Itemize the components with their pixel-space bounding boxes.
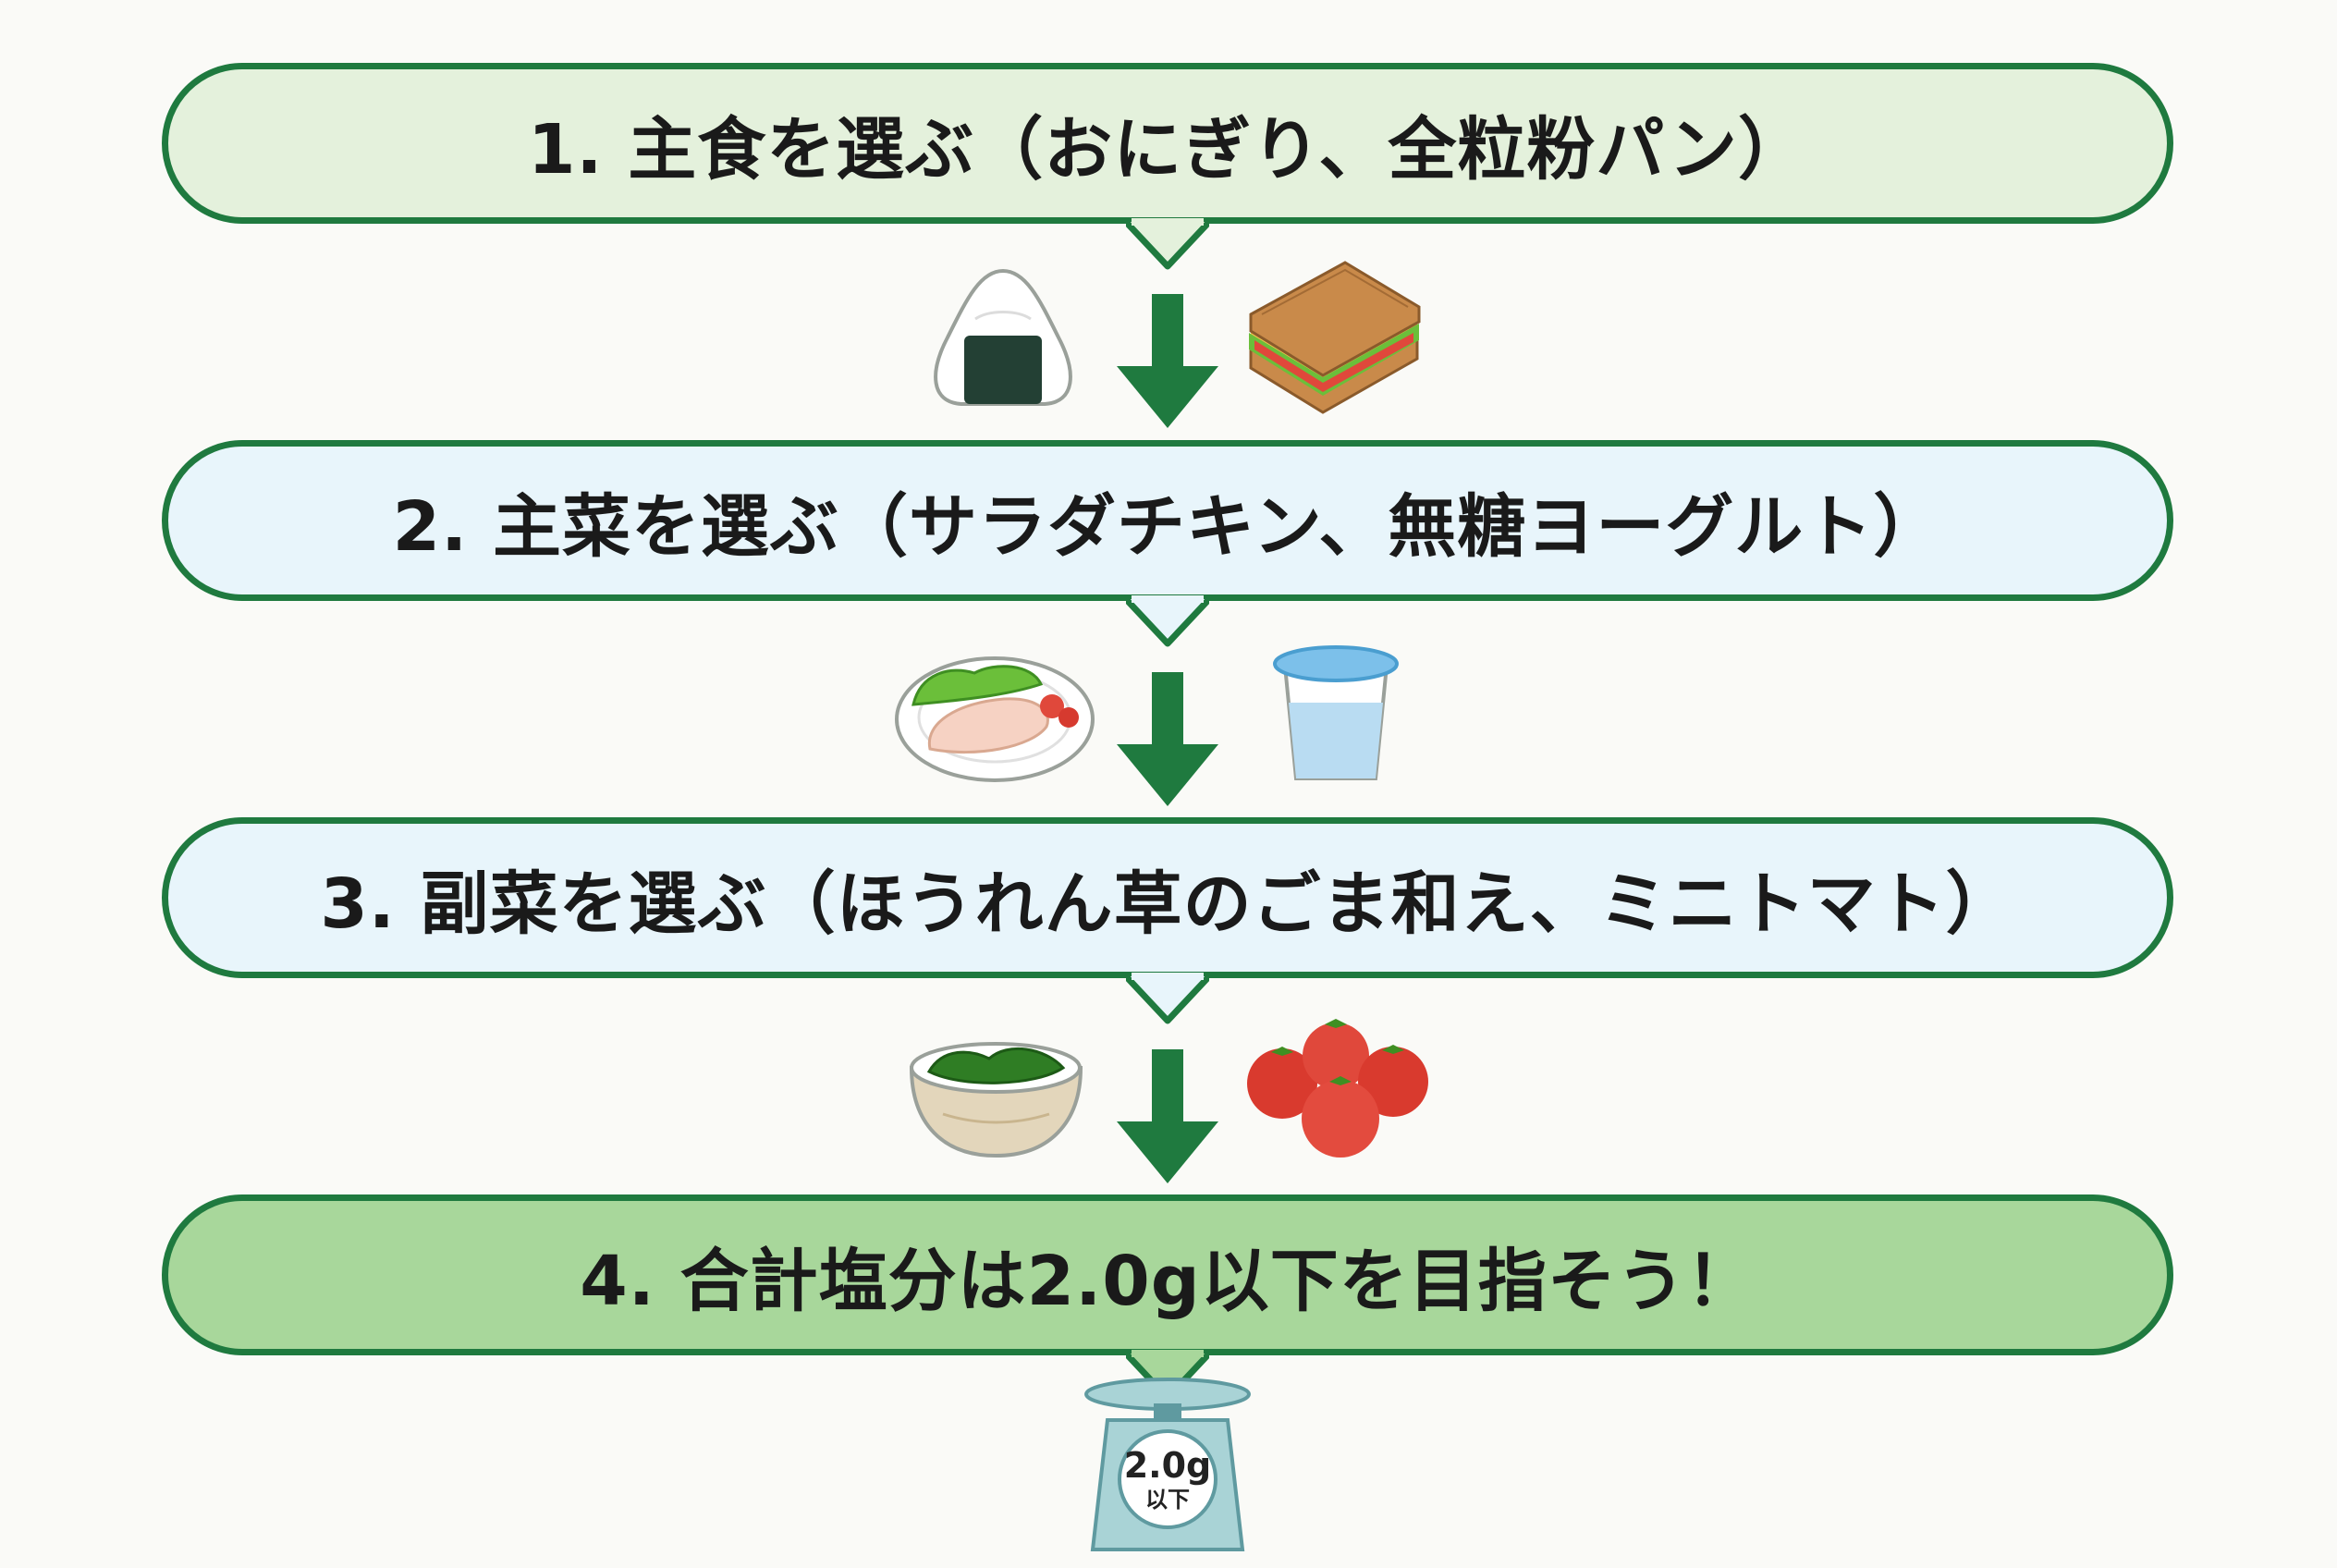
sandwich-icon — [1249, 261, 1421, 414]
step-3-label: 3. 副菜を選ぶ（ほうれん草のごま和え、ミニトマト） — [320, 864, 2015, 944]
down-arrow-icon — [1117, 294, 1218, 428]
step-1-label: 1. 主食を選ぶ（おにぎり、全粒粉パン） — [527, 109, 1808, 190]
onigiri-icon — [934, 268, 1072, 406]
step-1-pointer — [1126, 218, 1209, 270]
step-3-box: 3. 副菜を選ぶ（ほうれん草のごま和え、ミニトマト） — [162, 817, 2173, 978]
scale-subtext: 以下 — [1145, 1487, 1190, 1513]
salt-scale-icon: 2.0g 以下 — [1084, 1378, 1251, 1551]
scale-value: 2.0g — [1124, 1445, 1212, 1486]
salad-chicken-icon — [895, 656, 1095, 782]
step-1-box: 1. 主食を選ぶ（おにぎり、全粒粉パン） — [162, 63, 2173, 224]
cherry-tomatoes-icon — [1247, 1019, 1428, 1158]
step-2-label: 2. 主菜を選ぶ（サラダチキン、無糖ヨーグルト） — [392, 486, 1943, 567]
step-3-pointer — [1126, 973, 1209, 1024]
step-4-label: 4. 合計塩分は2.0g以下を目指そう！ — [580, 1241, 1756, 1321]
down-arrow-icon — [1117, 1049, 1218, 1183]
step-4-box: 4. 合計塩分は2.0g以下を目指そう！ — [162, 1194, 2173, 1355]
step-2-box: 2. 主菜を選ぶ（サラダチキン、無糖ヨーグルト） — [162, 440, 2173, 601]
step-2-pointer — [1126, 595, 1209, 647]
yogurt-cup-icon — [1273, 645, 1399, 780]
spinach-bowl-icon — [909, 1042, 1083, 1158]
down-arrow-icon — [1117, 672, 1218, 806]
